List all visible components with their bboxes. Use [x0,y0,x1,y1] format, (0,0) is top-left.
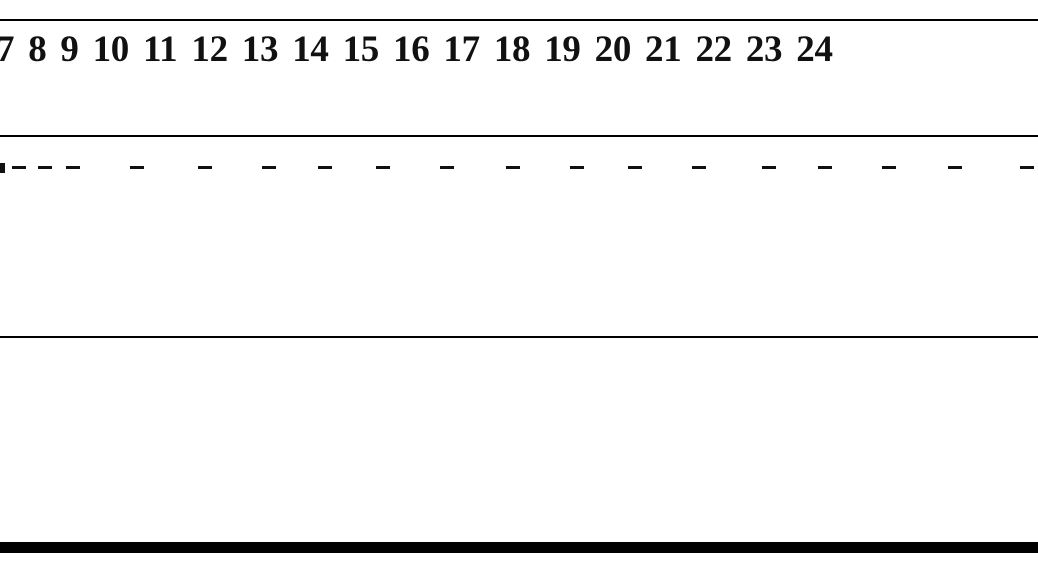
column-number-cell: 10 [92,28,130,70]
column-number-cell: 12 [191,28,228,70]
dash-cell [692,166,706,169]
middle-rule [0,336,1038,338]
dash-cell [12,166,26,169]
column-number-cell: 16 [393,28,430,70]
column-number-cell: 7 [0,28,15,70]
column-number-cell: 13 [241,28,279,70]
dash-cell [948,166,962,169]
dash-cell [440,166,454,169]
column-number-cell: 20 [594,28,632,70]
column-number-cell: 17 [443,28,480,70]
dash-cell [570,166,584,169]
column-number-cell: 9 [60,28,79,70]
column-number-cell: 24 [796,28,833,70]
table-bottom-thick-rule [0,542,1038,553]
dash-placeholder-row [0,160,1038,176]
column-number-cell: 11 [143,28,178,70]
column-number-cell: 22 [695,28,732,70]
dash-cell [628,166,642,169]
dash-cell [818,166,832,169]
column-number-cell: 19 [544,28,581,70]
dash-cell [506,166,520,169]
dash-cell [130,166,144,169]
header-bottom-rule [0,135,1038,137]
dash-cell [38,166,52,169]
column-number-cell: 8 [28,28,47,70]
dash-cell [376,166,390,169]
dash-cell [66,166,80,169]
column-number-cell: 15 [342,28,380,70]
dash-cell [198,166,212,169]
dash-cell [882,166,896,169]
dash-cell [762,166,776,169]
dash-cell [262,166,276,169]
dash-edge-glyph [0,163,5,173]
column-number-cell: 21 [645,28,682,70]
column-number-cell: 18 [493,28,531,70]
column-number-cell: 14 [292,28,329,70]
table-top-rule [0,19,1038,21]
column-number-cell: 23 [745,28,783,70]
dash-cell [1020,166,1034,169]
dash-cell [318,166,332,169]
